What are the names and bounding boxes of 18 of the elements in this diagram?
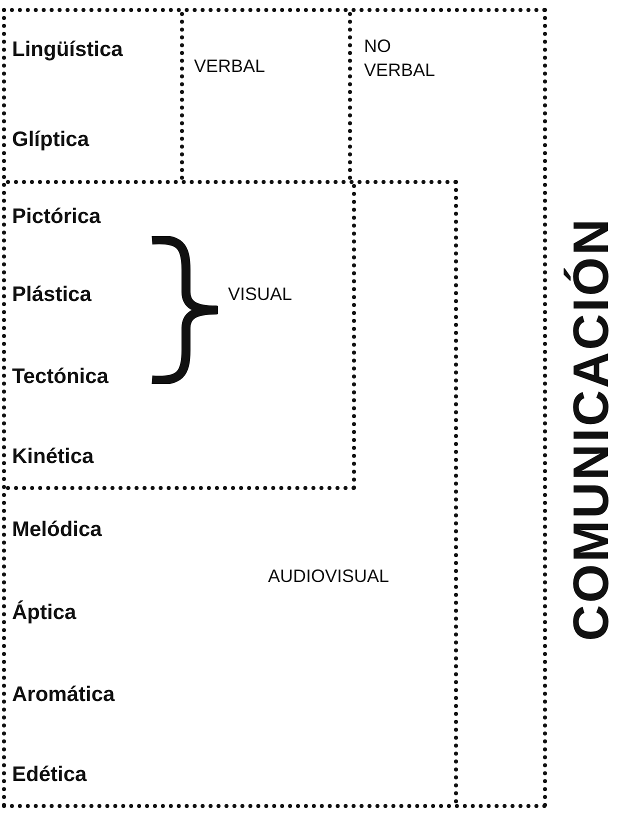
category-word: Tectónica bbox=[12, 365, 108, 389]
region-label: VERBAL bbox=[194, 55, 266, 78]
category-word: Lingüística bbox=[12, 38, 123, 62]
dotted-region bbox=[6, 180, 458, 804]
region-label: AUDIOVISUAL bbox=[268, 565, 390, 588]
category-word: Áptica bbox=[12, 601, 76, 625]
category-word: Aromática bbox=[12, 683, 115, 707]
region-label: NO VERBAL bbox=[364, 35, 436, 82]
category-word: Kinética bbox=[12, 445, 94, 469]
category-word: Melódica bbox=[12, 518, 102, 542]
category-word: Pictórica bbox=[12, 205, 101, 229]
dotted-region bbox=[6, 184, 356, 490]
category-word: Plástica bbox=[12, 283, 92, 307]
region-label: VISUAL bbox=[228, 283, 292, 306]
vertical-title: COMUNICACIÓN bbox=[562, 217, 620, 641]
dotted-region bbox=[180, 12, 352, 180]
category-word: Glíptica bbox=[12, 128, 90, 152]
category-word: Edética bbox=[12, 763, 87, 787]
